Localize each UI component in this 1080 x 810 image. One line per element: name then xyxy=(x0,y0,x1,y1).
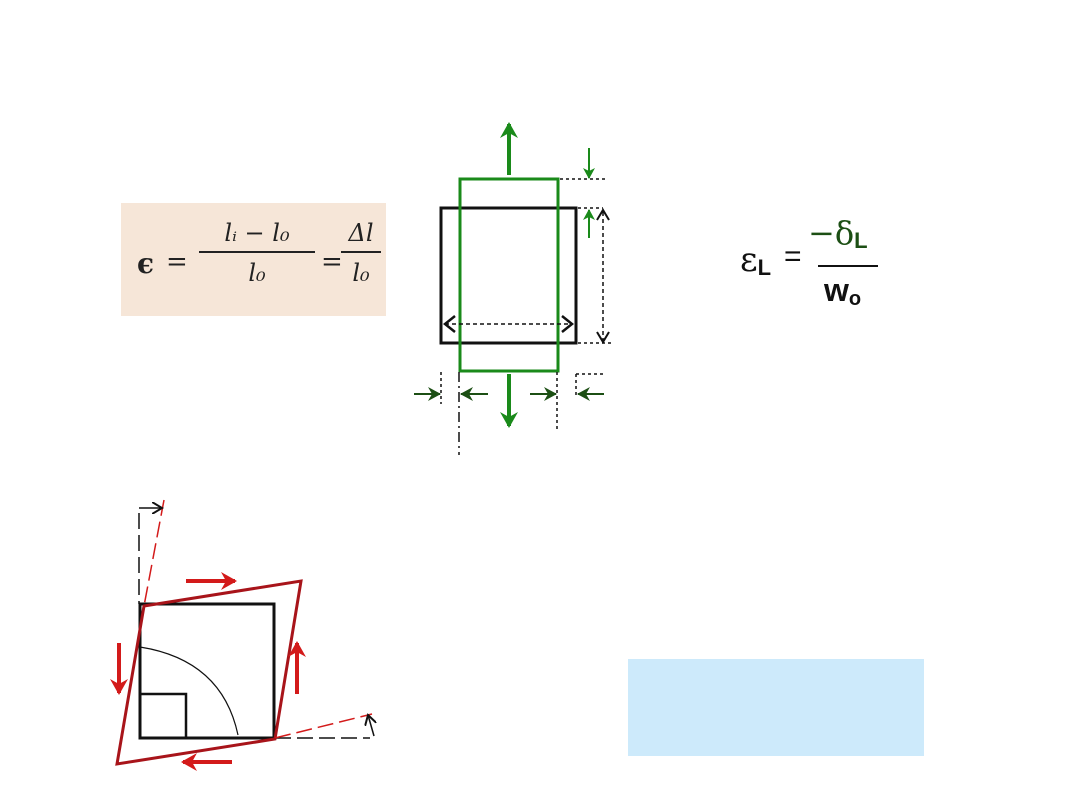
denominator-original-length-2: l₀ xyxy=(352,259,370,287)
denominator-original-length: l₀ xyxy=(248,259,266,287)
engineering-strain-formula: ϵ = lᵢ − l₀ l₀ = Δl l₀ xyxy=(121,203,386,316)
lateral-numerator: −δL xyxy=(808,214,868,253)
sheared-extension-line-2 xyxy=(274,713,373,739)
fraction-bar xyxy=(199,251,315,253)
fraction-delta-length: Δl l₀ xyxy=(341,215,381,293)
tension-diagram xyxy=(414,122,614,455)
engineering-strain-formula-box: ϵ = lᵢ − l₀ l₀ = Δl l₀ xyxy=(121,203,386,316)
shear-diagram xyxy=(110,499,374,771)
sheared-parallelogram xyxy=(115,579,303,766)
lateral-strain-formula: εL = −δL wo xyxy=(740,214,890,320)
sheared-extension-line xyxy=(143,499,165,607)
fraction-length-difference: lᵢ − l₀ l₀ xyxy=(199,215,315,293)
lateral-denominator: wo xyxy=(824,272,862,310)
fraction-bar-2 xyxy=(341,251,381,253)
numerator-delta-length: Δl xyxy=(348,219,374,247)
deformed-rectangle xyxy=(458,177,560,373)
equals-sign-2: = xyxy=(321,247,343,277)
width-arrow-left xyxy=(442,315,456,333)
lateral-fraction-bar xyxy=(818,265,878,267)
height-arrow-up xyxy=(596,208,610,221)
numerator-length-difference: lᵢ − l₀ xyxy=(224,219,290,247)
lateral-equals-sign: = xyxy=(784,240,802,273)
lateral-strain-symbol: εL xyxy=(740,240,772,280)
strain-symbol: ϵ xyxy=(137,247,155,280)
blue-highlight-box xyxy=(628,659,924,756)
original-square-shear xyxy=(138,602,276,740)
equals-sign: = xyxy=(166,247,188,277)
original-square xyxy=(439,206,578,345)
angle-arc xyxy=(139,646,239,736)
right-angle-marker xyxy=(138,692,188,740)
width-arrow-right xyxy=(561,315,575,333)
height-arrow-down xyxy=(596,331,610,344)
shear-angle-arrow-right xyxy=(368,715,374,737)
